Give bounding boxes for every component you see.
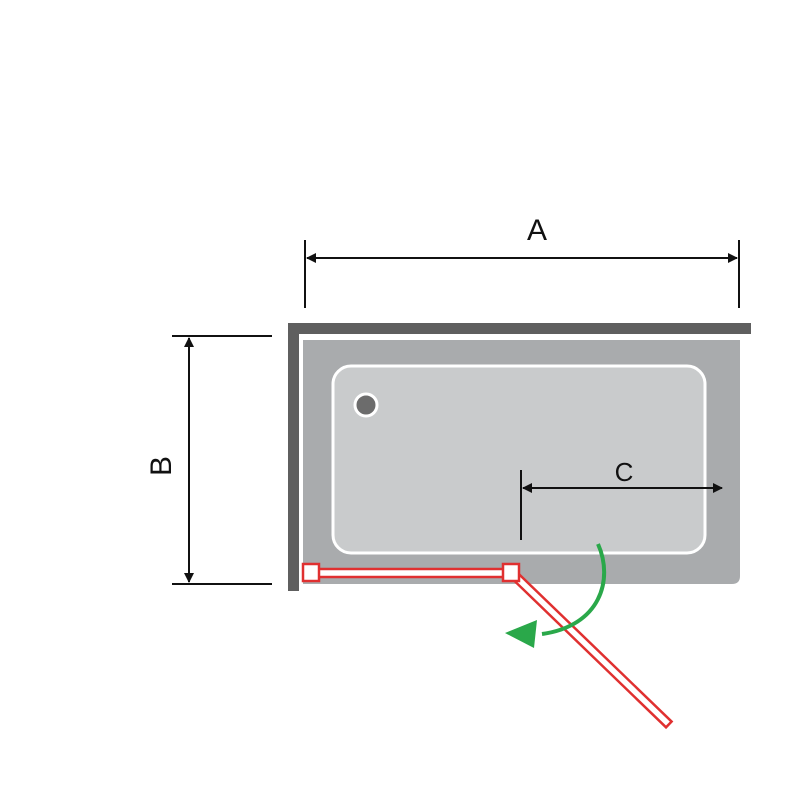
dimension-a-label: A — [527, 214, 547, 247]
dimension-b-label: B — [145, 456, 178, 476]
bath-basin — [331, 364, 707, 555]
curved-arrow-head — [505, 620, 537, 648]
curved-arrow-icon — [541, 543, 607, 636]
drain-icon — [353, 392, 379, 418]
swing-screen-panel — [507, 568, 674, 730]
hinge — [501, 562, 521, 583]
fixed-screen-panel — [312, 567, 506, 579]
back-wall — [288, 323, 751, 334]
side-wall — [288, 323, 299, 591]
wall-fixing — [301, 562, 321, 583]
dimension-c-label: C — [615, 457, 634, 487]
